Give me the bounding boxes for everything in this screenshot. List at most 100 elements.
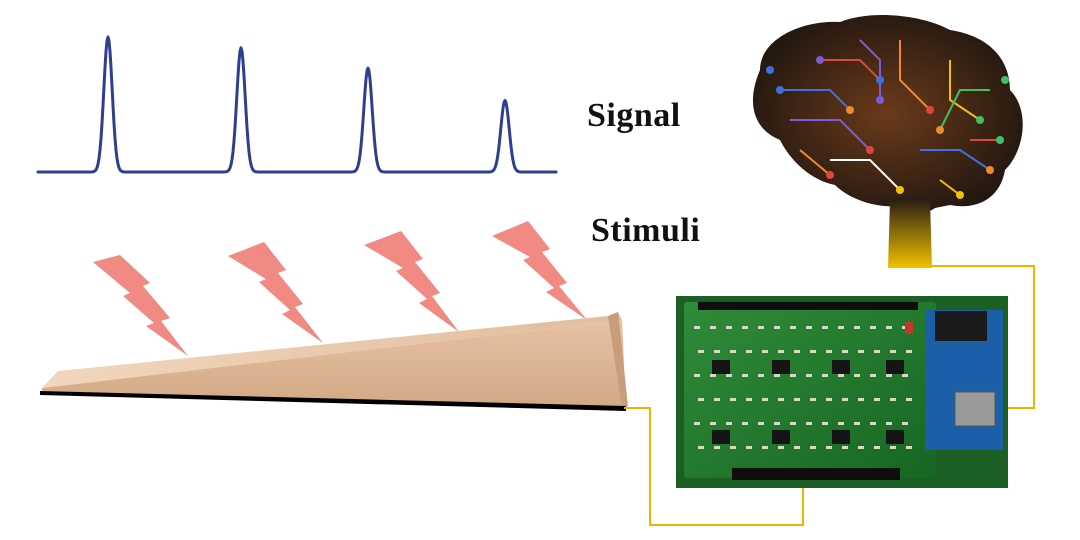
smd-component: [822, 374, 828, 377]
connection-wires: [624, 265, 1035, 526]
smd-component: [698, 446, 704, 449]
smd-component: [870, 374, 876, 377]
brain-node: [876, 76, 884, 84]
ic-chip: [772, 360, 790, 374]
brain-body: [752, 15, 1023, 213]
smd-component: [874, 398, 880, 401]
ic-chip: [886, 430, 904, 444]
wedge-top-face: [42, 312, 622, 388]
smd-component: [906, 446, 912, 449]
smd-component: [762, 398, 768, 401]
circuit-brain-icon: [752, 15, 1023, 268]
smd-component: [810, 446, 816, 449]
brain-node: [846, 106, 854, 114]
brain-trace: [939, 89, 990, 131]
brain-node: [986, 166, 994, 174]
brain-trace: [949, 60, 981, 121]
brain-stem: [888, 200, 932, 268]
smd-component: [778, 350, 784, 353]
brain-trace: [790, 119, 871, 151]
brain-node: [926, 106, 934, 114]
brain-node: [766, 66, 774, 74]
smd-component: [858, 398, 864, 401]
red-component: [905, 322, 913, 334]
smd-component: [694, 422, 700, 425]
smd-component: [726, 326, 732, 329]
smd-component: [886, 326, 892, 329]
smd-component: [906, 350, 912, 353]
smd-component: [774, 374, 780, 377]
signal-line: [36, 35, 558, 174]
smd-component: [858, 446, 864, 449]
smd-component: [902, 374, 908, 377]
smd-component: [890, 446, 896, 449]
brain-circuit-traces: [766, 39, 1009, 199]
smd-component: [778, 398, 784, 401]
ic-chip: [832, 430, 850, 444]
brain-node: [866, 146, 874, 154]
wedge-base: [40, 391, 626, 411]
smd-component: [698, 350, 704, 353]
smd-component: [730, 446, 736, 449]
smd-component: [698, 398, 704, 401]
wedge-end-face: [608, 312, 628, 408]
smd-component: [838, 374, 844, 377]
smd-component: [762, 446, 768, 449]
smd-component: [758, 326, 764, 329]
signal-waveform: [36, 35, 558, 174]
smd-component: [714, 398, 720, 401]
brain-trace: [859, 39, 881, 100]
smd-component: [774, 326, 780, 329]
smd-component: [826, 398, 832, 401]
smd-component: [794, 350, 800, 353]
power-jack: [935, 311, 987, 341]
smd-component: [838, 326, 844, 329]
stimuli-label: Stimuli: [591, 212, 701, 249]
brain-node: [936, 126, 944, 134]
smd-component: [714, 350, 720, 353]
smd-component: [810, 398, 816, 401]
smd-component: [762, 350, 768, 353]
brain-trace: [799, 149, 831, 176]
smd-component: [758, 422, 764, 425]
usb-port: [954, 391, 996, 427]
board-to-brain-wire: [925, 265, 1035, 409]
smd-component: [790, 374, 796, 377]
smd-component: [826, 350, 832, 353]
smd-component: [870, 422, 876, 425]
lightning-bolt-icon: [492, 221, 587, 320]
brain-node: [776, 86, 784, 94]
smd-component: [790, 422, 796, 425]
smd-component: [854, 422, 860, 425]
smd-component: [726, 422, 732, 425]
smd-component: [742, 422, 748, 425]
smd-component: [746, 446, 752, 449]
smd-component: [746, 398, 752, 401]
bottom-header: [732, 468, 900, 480]
smd-component: [822, 422, 828, 425]
lightning-bolt-icon: [228, 242, 323, 343]
circuit-board-icon: [676, 296, 1008, 488]
stimuli-bolts: [93, 221, 587, 356]
smd-component: [806, 326, 812, 329]
smd-component: [710, 326, 716, 329]
signal-label: Signal: [587, 97, 681, 134]
smd-component: [854, 374, 860, 377]
smd-component: [746, 350, 752, 353]
smd-component: [906, 398, 912, 401]
wedge-front-face: [42, 320, 626, 408]
smd-component: [902, 422, 908, 425]
brain-trace: [939, 179, 961, 196]
smd-component: [742, 326, 748, 329]
brain-node: [1001, 76, 1009, 84]
smd-component: [806, 422, 812, 425]
smd-component: [858, 350, 864, 353]
lightning-bolt-icon: [364, 231, 459, 332]
smd-component: [694, 374, 700, 377]
smd-component: [794, 446, 800, 449]
brain-trace: [830, 159, 901, 191]
brain-trace: [780, 89, 851, 111]
smd-component: [854, 326, 860, 329]
smd-component: [774, 422, 780, 425]
